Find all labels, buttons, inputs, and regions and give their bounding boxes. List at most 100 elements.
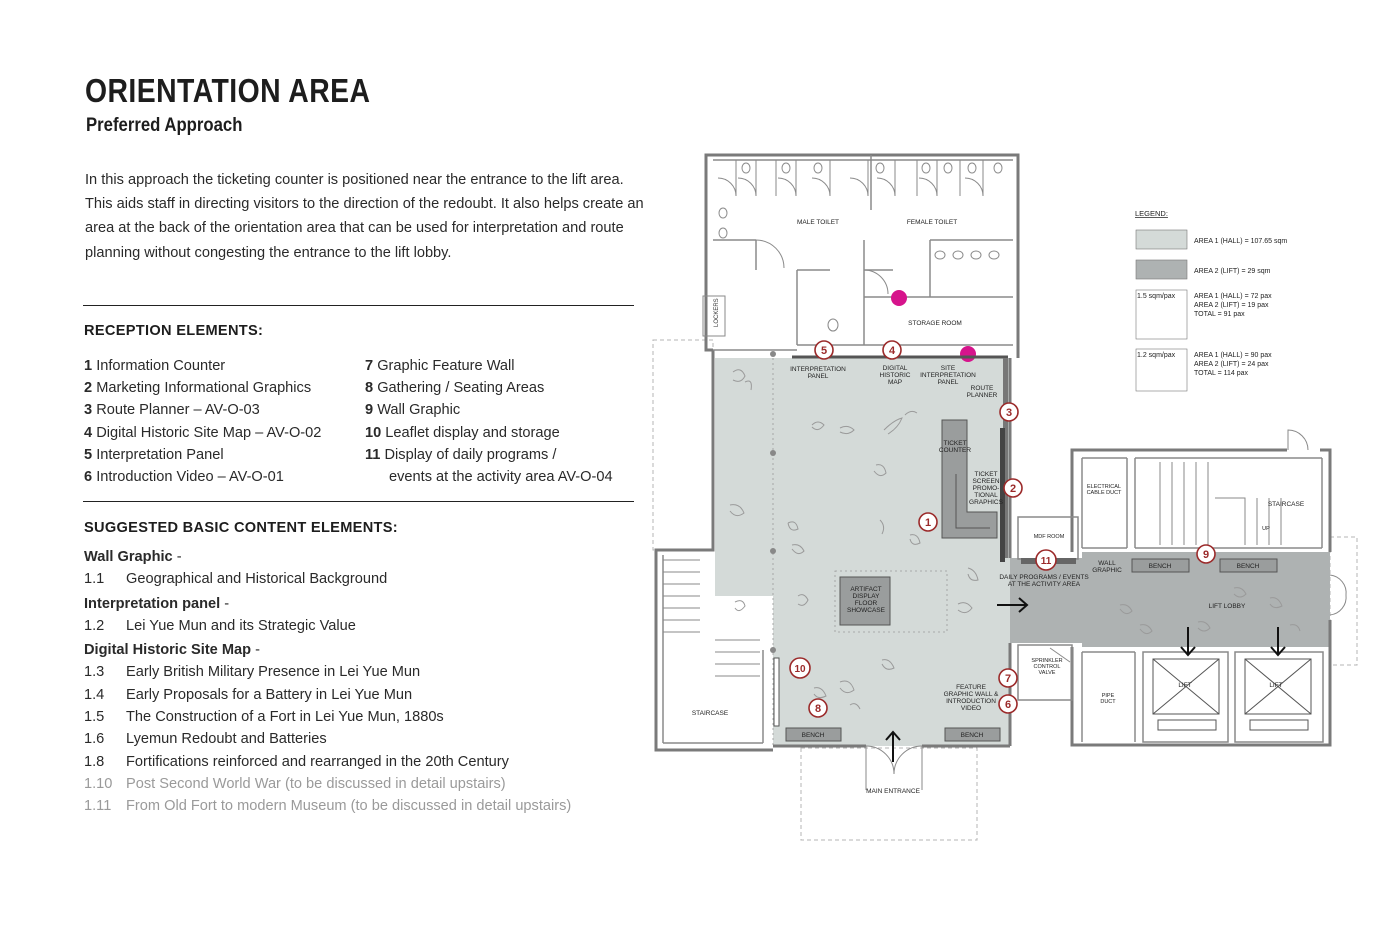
wall-graphic-label: WALL xyxy=(1098,560,1116,567)
intro-paragraph: In this approach the ticketing counter i… xyxy=(85,172,644,261)
bench-label: BENCH xyxy=(1237,563,1260,570)
counter-edge xyxy=(955,474,990,529)
legend-swatch-area2 xyxy=(1135,259,1188,280)
pink-marker xyxy=(891,290,907,306)
interpretation-panel-label: INTERPRETATION xyxy=(790,366,846,373)
marker-10 xyxy=(789,657,811,679)
artifact-label: FLOOR xyxy=(855,600,878,607)
marker-number: 11 xyxy=(1041,556,1052,567)
ticket-counter-label: COUNTER xyxy=(939,447,971,454)
list-item: 9 Wall Graphic xyxy=(365,402,461,419)
lockers-label: LOCKERS xyxy=(714,298,720,327)
list-item: 6 Introduction Video – AV-O-01 xyxy=(84,469,284,486)
feature-wall-label: GRAPHIC WALL & xyxy=(944,691,999,698)
marker-1 xyxy=(918,512,938,532)
electrical-label: ELECTRICAL xyxy=(1087,484,1121,490)
artifact-label: DISPLAY xyxy=(853,593,881,600)
legend-density2-line: AREA 2 (LIFT) = 24 pax xyxy=(1194,361,1269,368)
divider xyxy=(83,501,634,502)
direction-arrows xyxy=(885,597,1286,762)
digital-map-label: MAP xyxy=(888,379,902,386)
marker-number: 3 xyxy=(1006,407,1012,419)
legend-title: LEGEND: xyxy=(1135,209,1168,218)
bench-label: BENCH xyxy=(802,732,825,739)
legend-box-density2 xyxy=(1135,348,1188,392)
legend-area1: AREA 1 (HALL) = 107.65 sqm xyxy=(1194,238,1287,245)
legend-density1-line: AREA 1 (HALL) = 72 pax xyxy=(1194,293,1272,300)
lift-label: LIFT xyxy=(1178,682,1191,689)
legend-swatch-area1 xyxy=(1135,229,1188,250)
female-toilet-label: FEMALE TOILET xyxy=(907,219,957,226)
main-entrance-label: MAIN ENTRANCE xyxy=(866,788,920,795)
ticket-screen-label: SCREEN xyxy=(972,478,999,485)
legend-box-density1 xyxy=(1135,289,1188,340)
route-planner-label: PLANNER xyxy=(967,392,998,399)
marker-5 xyxy=(814,340,834,360)
up-label: UP xyxy=(1262,526,1270,532)
sprinkler-label: SPRINKLER xyxy=(1031,658,1062,664)
marker-number: 8 xyxy=(815,703,821,715)
marker-4 xyxy=(882,340,902,360)
list-item: 11 Display of daily programs / xyxy=(365,446,557,463)
daily-programs-label: DAILY PROGRAMS / EVENTS xyxy=(999,574,1089,581)
pipe-duct-label: PIPE xyxy=(1102,693,1115,699)
legend-density2-line: TOTAL = 114 pax xyxy=(1194,370,1249,377)
legend: LEGEND: AREA 1 (HALL) = 107.65 sqm AREA … xyxy=(1135,209,1287,392)
legend-area2: AREA 2 (LIFT) = 29 sqm xyxy=(1194,268,1271,275)
marker-number: 9 xyxy=(1203,549,1209,561)
list-item: 3 Route Planner – AV-O-03 xyxy=(84,402,260,419)
ticket-screen-label: TIONAL xyxy=(974,492,998,499)
page-subtitle: Preferred Approach xyxy=(86,115,243,136)
ticket-screen-wall xyxy=(1000,428,1005,562)
reception-heading: RECEPTION ELEMENTS: xyxy=(84,323,264,339)
marker-numbers: 1 2 3 4 5 6 7 8 9 10 11 xyxy=(794,345,1209,715)
site-panel-label: SITE xyxy=(941,365,956,372)
ticket-screen-label: TICKET xyxy=(974,471,997,478)
list-item: 8 Gathering / Seating Areas xyxy=(365,380,545,397)
marker-number: 4 xyxy=(889,345,896,357)
staircase-steps xyxy=(663,462,1282,677)
lift-label: LIFT xyxy=(1269,682,1282,689)
divider xyxy=(83,305,634,306)
reception-list-left: 1 Information Counter 2 Marketing Inform… xyxy=(84,355,321,488)
content-group-title: Wall Graphic - xyxy=(84,549,182,565)
marker-number: 2 xyxy=(1010,483,1016,495)
staircase-left-label: STAIRCASE xyxy=(692,710,729,717)
pink-marker xyxy=(960,346,976,362)
legend-density2-line: AREA 1 (HALL) = 90 pax xyxy=(1194,352,1272,359)
toilet-stalls xyxy=(702,160,1003,337)
walls xyxy=(654,153,1332,752)
ticket-screen-label: PROMO- xyxy=(973,485,1000,492)
bench-label: BENCH xyxy=(1149,563,1172,570)
marker-number: 6 xyxy=(1005,699,1011,711)
leaflet-display xyxy=(773,657,780,727)
visitor-figures xyxy=(729,369,1301,710)
marker-3 xyxy=(999,402,1019,422)
legend-density1-label: 1.5 sqm/pax xyxy=(1137,293,1176,300)
marker-9 xyxy=(1196,544,1216,564)
dotted-guide xyxy=(772,358,948,746)
ticket-counter-label: TICKET xyxy=(943,440,966,447)
marker-2 xyxy=(1003,478,1023,498)
marker-6 xyxy=(998,694,1018,714)
content-group-title: Interpretation panel - xyxy=(84,595,230,612)
list-item: 1 Information Counter xyxy=(84,358,226,374)
lift-shafts xyxy=(1152,658,1312,731)
bench-label: BENCH xyxy=(961,732,984,739)
hall-area xyxy=(773,596,1010,746)
sprinkler-label: VALVE xyxy=(1039,670,1056,676)
feature-wall-label: VIDEO xyxy=(961,705,981,712)
reception-list-right: 7 Graphic Feature Wall 8 Gathering / Sea… xyxy=(365,355,613,488)
list-item: 5 Interpretation Panel xyxy=(84,446,224,463)
list-item: 4 Digital Historic Site Map – AV-O-02 xyxy=(84,424,322,441)
